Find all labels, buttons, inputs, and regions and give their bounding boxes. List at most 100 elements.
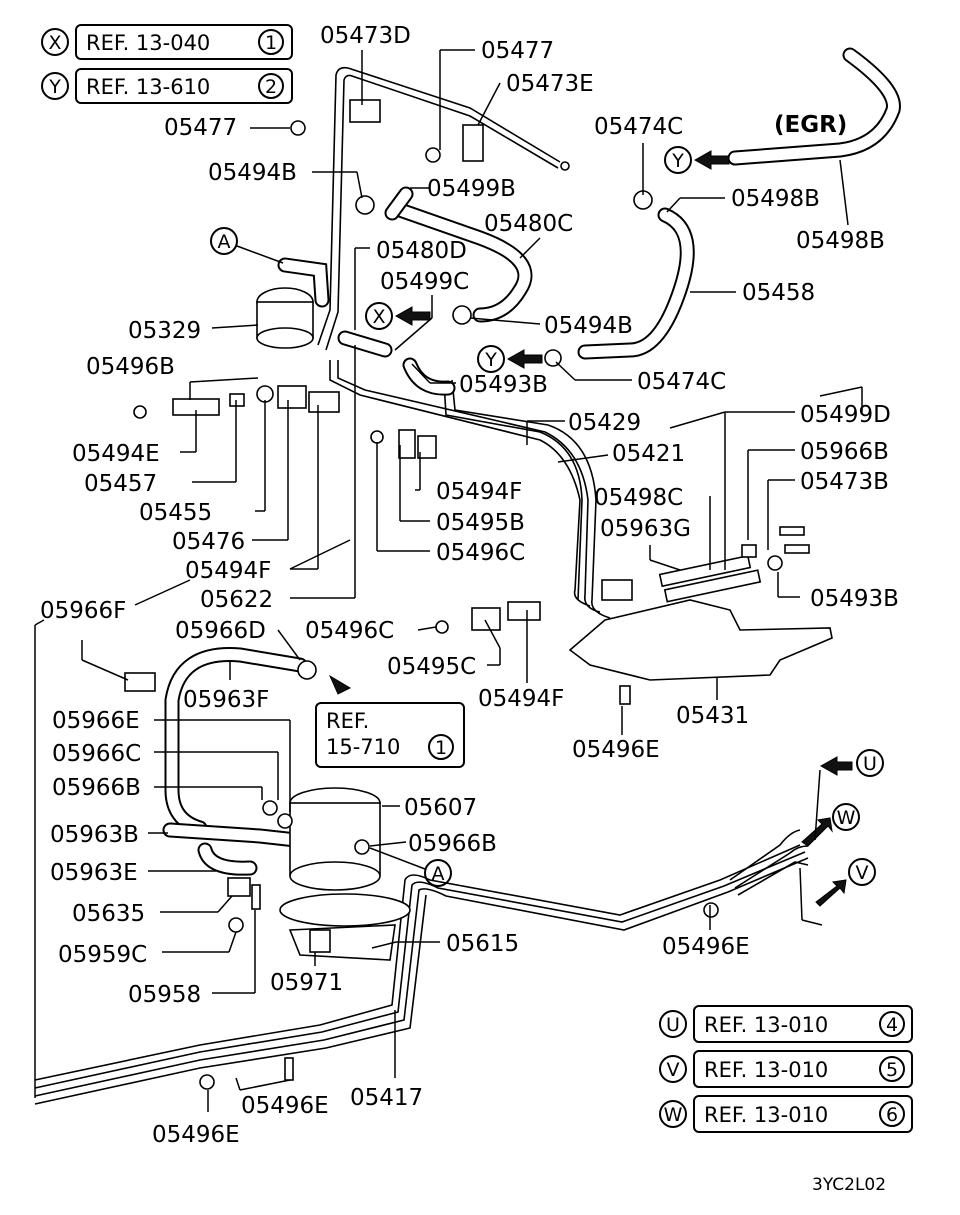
label-05498B-right: 05498B bbox=[731, 186, 820, 212]
marker-v: V bbox=[815, 858, 876, 907]
marker-w-text: W bbox=[837, 807, 856, 829]
label-05622: 05622 bbox=[200, 587, 273, 613]
ref-w-num: 6 bbox=[886, 1104, 898, 1126]
label-05963E: 05963E bbox=[50, 860, 138, 886]
label-05498B-egr: 05498B bbox=[796, 228, 885, 254]
label-05458: 05458 bbox=[742, 280, 815, 306]
label-05966D: 05966D bbox=[175, 618, 266, 644]
marker-y-egr: Y bbox=[664, 146, 730, 174]
marker-a-top: A bbox=[210, 227, 284, 264]
label-05496E-right: 05496E bbox=[662, 934, 750, 960]
ref-v-num: 5 bbox=[886, 1059, 898, 1081]
drawing-code: 3YC2L02 bbox=[812, 1175, 886, 1195]
label-05966B-right: 05966B bbox=[800, 439, 889, 465]
label-05495C: 05495C bbox=[387, 654, 476, 680]
marker-a-bottom: A bbox=[369, 847, 452, 887]
ref-15-line1: REF. bbox=[326, 709, 369, 733]
label-05473D: 05473D bbox=[320, 23, 411, 49]
label-05966E: 05966E bbox=[52, 708, 140, 734]
label-05496E-lowest: 05496E bbox=[152, 1122, 240, 1148]
part-labels: 05473D 05477 05473E 05477 05474C 05494B … bbox=[40, 23, 899, 1148]
label-05431: 05431 bbox=[676, 703, 749, 729]
marker-u: U bbox=[819, 749, 884, 777]
label-05963F: 05963F bbox=[183, 687, 269, 713]
label-05477-left: 05477 bbox=[164, 115, 237, 141]
ref-u-num: 4 bbox=[886, 1014, 898, 1036]
ref-u-callout: U REF. 13-010 4 bbox=[659, 1005, 913, 1043]
label-05474C-top: 05474C bbox=[594, 114, 683, 140]
label-05635: 05635 bbox=[72, 901, 145, 927]
pipe-network bbox=[34, 47, 901, 1105]
ref-v-marker: V bbox=[667, 1059, 680, 1081]
label-05457: 05457 bbox=[84, 471, 157, 497]
ref-15-710-callout: REF. 15-710 1 bbox=[315, 702, 465, 768]
ref-w-text: REF. 13-010 bbox=[704, 1103, 828, 1127]
marker-a-bottom-text: A bbox=[432, 863, 445, 885]
label-05963B: 05963B bbox=[50, 822, 139, 848]
ref-y-marker: Y bbox=[48, 76, 61, 98]
marker-u-text: U bbox=[863, 753, 877, 775]
label-05959C: 05959C bbox=[58, 942, 147, 968]
label-05429: 05429 bbox=[568, 410, 641, 436]
label-05493B-mid: 05493B bbox=[459, 372, 548, 398]
label-05966C: 05966C bbox=[52, 741, 141, 767]
ref-w-marker: W bbox=[664, 1104, 683, 1126]
ref-x-marker: X bbox=[48, 32, 61, 54]
ref-w-callout: W REF. 13-010 6 bbox=[659, 1095, 913, 1133]
ref-v-callout: V REF. 13-010 5 bbox=[659, 1050, 913, 1088]
label-05971: 05971 bbox=[270, 970, 343, 996]
label-05963G: 05963G bbox=[600, 516, 691, 542]
label-05455: 05455 bbox=[139, 500, 212, 526]
label-05494B-top: 05494B bbox=[208, 160, 297, 186]
label-05421: 05421 bbox=[612, 441, 685, 467]
label-05477-top: 05477 bbox=[481, 38, 554, 64]
label-05494B-mid: 05494B bbox=[544, 313, 633, 339]
label-05480C: 05480C bbox=[484, 211, 573, 237]
marker-v-text: V bbox=[856, 862, 869, 884]
label-05495B: 05495B bbox=[436, 510, 525, 536]
label-05966F: 05966F bbox=[40, 598, 126, 624]
label-05496B: 05496B bbox=[86, 354, 175, 380]
ref-v-text: REF. 13-010 bbox=[704, 1058, 828, 1082]
label-05499B: 05499B bbox=[427, 176, 516, 202]
label-05473B: 05473B bbox=[800, 469, 889, 495]
ref-u-text: REF. 13-010 bbox=[704, 1013, 828, 1037]
label-05966B-left: 05966B bbox=[52, 775, 141, 801]
label-05494F-left: 05494F bbox=[185, 558, 271, 584]
ref-y-callout: Y REF. 13-610 2 bbox=[41, 68, 293, 104]
label-05496E-plate: 05496E bbox=[572, 737, 660, 763]
label-05494E: 05494E bbox=[72, 441, 160, 467]
marker-y-egr-text: Y bbox=[671, 150, 684, 172]
label-05498C: 05498C bbox=[594, 485, 683, 511]
egr-label: (EGR) bbox=[774, 112, 847, 138]
marker-x: X bbox=[365, 302, 431, 330]
label-05496C-lower: 05496C bbox=[305, 618, 394, 644]
ref-x-text: REF. 13-040 bbox=[86, 31, 210, 55]
ref-y-num: 2 bbox=[265, 76, 277, 98]
label-05493B-right: 05493B bbox=[810, 586, 899, 612]
label-05494F-mid: 05494F bbox=[436, 479, 522, 505]
label-05476: 05476 bbox=[172, 529, 245, 555]
label-05480D: 05480D bbox=[376, 238, 467, 264]
leader-lines bbox=[34, 49, 863, 1112]
label-05329: 05329 bbox=[128, 318, 201, 344]
ref-15-line2: 15-710 bbox=[326, 735, 400, 759]
marker-y-mid-text: Y bbox=[484, 349, 497, 371]
label-05966B-canister: 05966B bbox=[408, 831, 497, 857]
label-05499D: 05499D bbox=[800, 402, 891, 428]
ref-u-marker: U bbox=[666, 1014, 680, 1036]
label-05499C: 05499C bbox=[380, 269, 469, 295]
ref-y-text: REF. 13-610 bbox=[86, 75, 210, 99]
label-05615: 05615 bbox=[446, 931, 519, 957]
components bbox=[124, 99, 833, 1090]
marker-x-text: X bbox=[372, 306, 385, 328]
label-05473E: 05473E bbox=[506, 71, 594, 97]
ref-x-num: 1 bbox=[265, 32, 277, 54]
ref-15-num: 1 bbox=[435, 737, 447, 759]
label-05417: 05417 bbox=[350, 1085, 423, 1111]
ref-x-callout: X REF. 13-040 1 bbox=[41, 24, 293, 60]
marker-a-top-text: A bbox=[218, 231, 231, 253]
label-05494F-lower: 05494F bbox=[478, 686, 564, 712]
